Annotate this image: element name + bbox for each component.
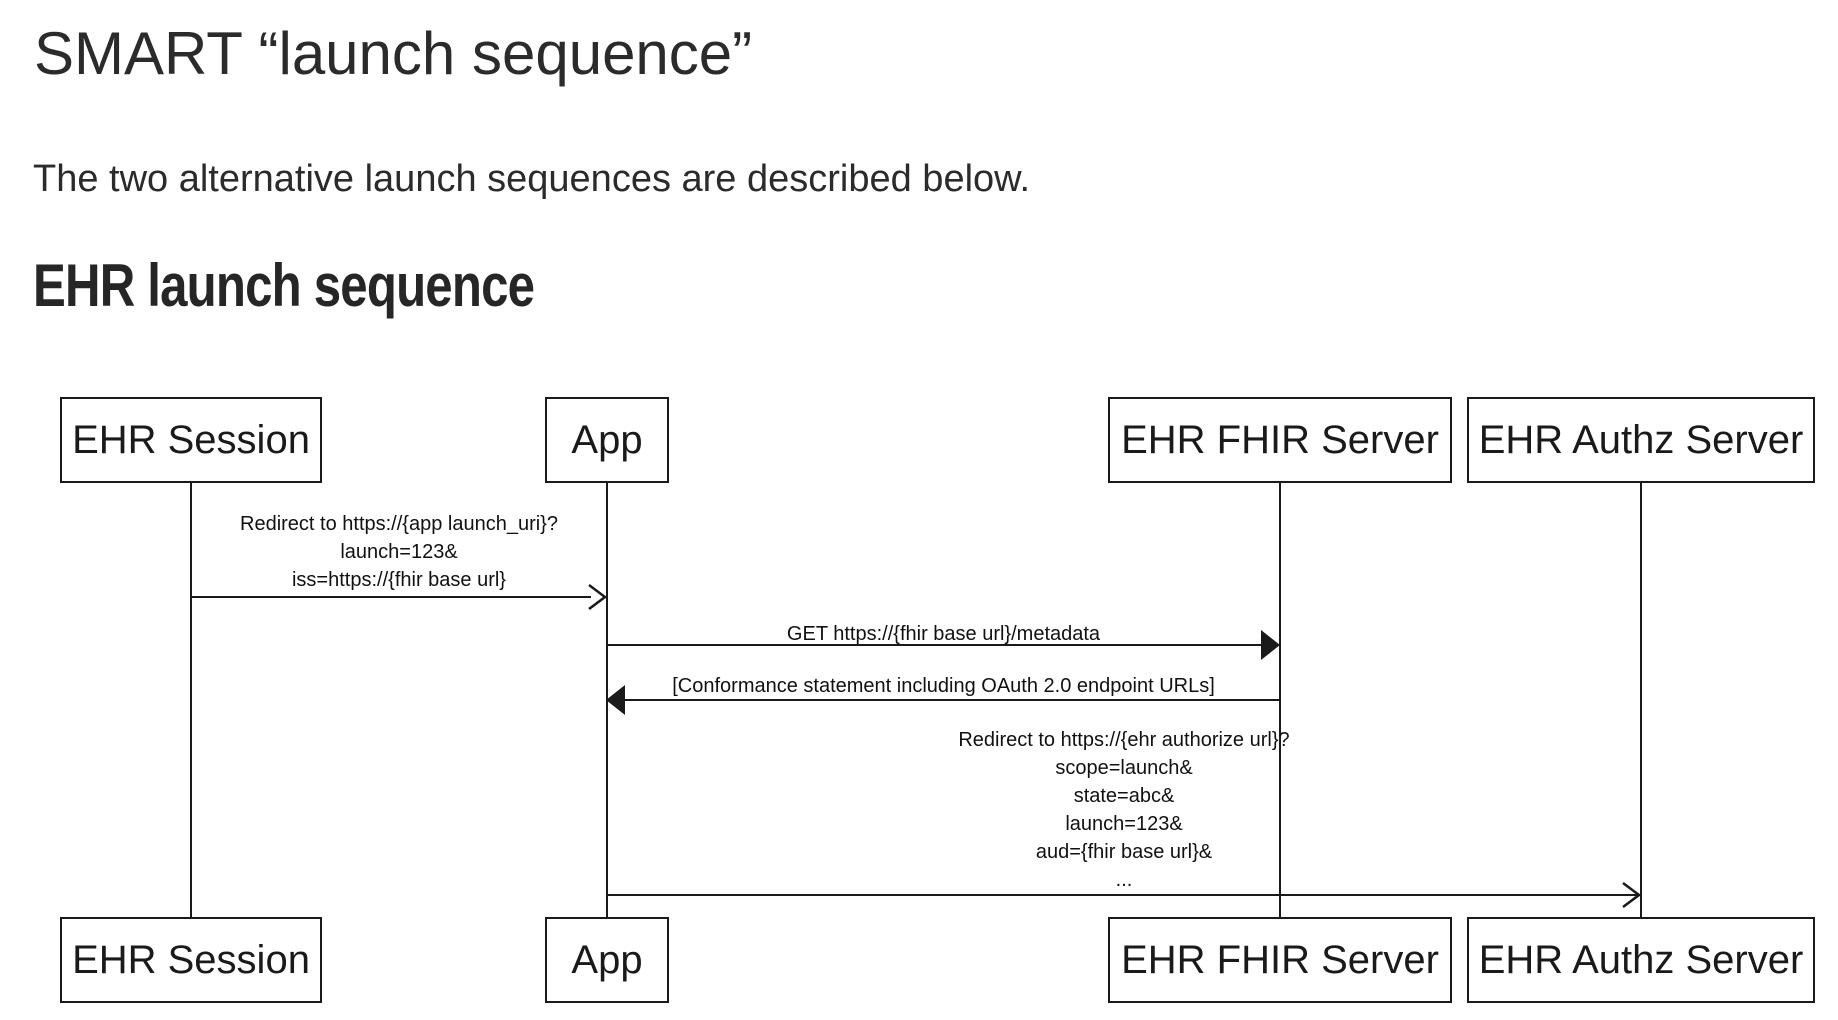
actor-ehr-fhir-server-top: EHR FHIR Server xyxy=(1108,397,1452,483)
actor-ehr-fhir-server-bottom: EHR FHIR Server xyxy=(1108,917,1452,1003)
message-label-get-metadata: GET https://{fhir base url}/metadata xyxy=(786,623,1101,645)
message-label-redirect-to-app: Redirect to https://{app launch_uri}? la… xyxy=(240,513,558,591)
message-line-get-metadata xyxy=(607,644,1263,646)
section-heading-text: EHR launch sequence xyxy=(33,252,535,319)
message-line-redirect-to-app xyxy=(191,596,591,598)
actor-ehr-session-top: EHR Session xyxy=(60,397,322,483)
message-label-conformance-statement: [Conformance statement including OAuth 2… xyxy=(672,675,1215,697)
actor-ehr-authz-server-top: EHR Authz Server xyxy=(1467,397,1815,483)
page-title: SMART “launch sequence” xyxy=(34,20,753,87)
open-arrowhead-right-icon xyxy=(588,584,607,610)
open-arrowhead-right-icon xyxy=(1622,882,1641,908)
filled-arrowhead-right-icon xyxy=(1261,630,1280,660)
actor-ehr-session-bottom: EHR Session xyxy=(60,917,322,1003)
message-line-redirect-to-authorize xyxy=(607,894,1640,896)
message-label-redirect-to-authorize: Redirect to https://{ehr authorize url}?… xyxy=(958,729,1290,891)
intro-text: The two alternative launch sequences are… xyxy=(33,158,1031,200)
lifeline-ehr-session xyxy=(190,483,192,917)
actor-app-top: App xyxy=(545,397,669,483)
lifeline-ehr-fhir-server xyxy=(1279,483,1281,917)
filled-arrowhead-left-icon xyxy=(606,685,625,715)
message-line-conformance-statement xyxy=(624,699,1280,701)
actor-ehr-authz-server-bottom: EHR Authz Server xyxy=(1467,917,1815,1003)
section-heading: EHR launch sequence xyxy=(33,253,644,319)
lifeline-ehr-authz-server xyxy=(1640,483,1642,917)
actor-app-bottom: App xyxy=(545,917,669,1003)
